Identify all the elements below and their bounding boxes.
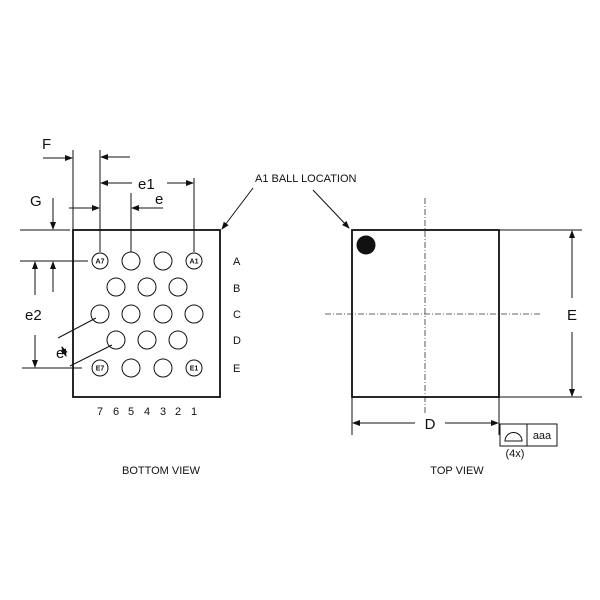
column-label: 2 [175, 406, 181, 418]
column-label: 1 [191, 406, 197, 418]
row-label: B [233, 283, 240, 295]
leader-arrow-top [312, 189, 350, 229]
solder-ball [153, 251, 173, 271]
solder-ball [106, 330, 126, 350]
solder-ball [121, 251, 141, 271]
top-view-title: TOP VIEW [430, 465, 484, 477]
top-view: E D aaa (4x) TOP VIEW [325, 198, 582, 477]
dim-F-label: F [42, 136, 51, 153]
row-label: E [233, 363, 240, 375]
solder-ball [184, 304, 204, 324]
row-labels: A B C D E [233, 256, 241, 375]
ball-label: E1 [190, 366, 199, 373]
package-outline-top [351, 229, 500, 398]
row-label: C [233, 309, 241, 321]
column-label: 3 [160, 406, 166, 418]
dim-D-label: D [425, 416, 436, 433]
row-label: D [233, 335, 241, 347]
ball-label: A7 [96, 259, 105, 266]
a1-ball-location-label: A1 BALL LOCATION [255, 173, 357, 185]
column-labels: 7 6 5 4 3 2 1 [97, 406, 197, 418]
package-outline-bottom [72, 229, 221, 398]
dim-G-label: G [30, 193, 42, 210]
dim-e1-label: e1 [138, 176, 155, 193]
solder-ball [153, 358, 173, 378]
solder-ball [168, 330, 188, 350]
pin1-dot-icon [356, 235, 376, 255]
solder-ball [185, 252, 203, 270]
leader-arrow-bottom [221, 187, 254, 230]
column-label: 7 [97, 406, 103, 418]
column-label: 5 [128, 406, 134, 418]
bottom-view-title: BOTTOM VIEW [122, 465, 201, 477]
dim-e2-label: e2 [25, 307, 42, 324]
column-label: 6 [113, 406, 119, 418]
solder-ball [185, 359, 203, 377]
dim-e-label: e [155, 191, 163, 208]
solder-ball [121, 304, 141, 324]
dim-e-diagonal-label: e [56, 345, 64, 362]
solder-ball [90, 304, 110, 324]
a1-ball-location-callout: A1 BALL LOCATION [221, 173, 357, 230]
row-label: A [233, 256, 241, 268]
solder-ball [153, 304, 173, 324]
solder-ball [121, 358, 141, 378]
tolerance-value: aaa [533, 430, 552, 442]
solder-ball [137, 330, 157, 350]
profile-of-surface-icon [504, 432, 523, 442]
dim-E-label: E [567, 307, 577, 324]
solder-ball [137, 277, 157, 297]
solder-ball [91, 359, 109, 377]
ball-label: E7 [96, 366, 105, 373]
tolerance-count: (4x) [506, 448, 525, 460]
solder-ball [91, 252, 109, 270]
solder-ball [168, 277, 188, 297]
ball-label: A1 [190, 259, 199, 266]
column-label: 4 [144, 406, 150, 418]
solder-ball [106, 277, 126, 297]
tolerance-frame: aaa (4x) [499, 423, 558, 460]
